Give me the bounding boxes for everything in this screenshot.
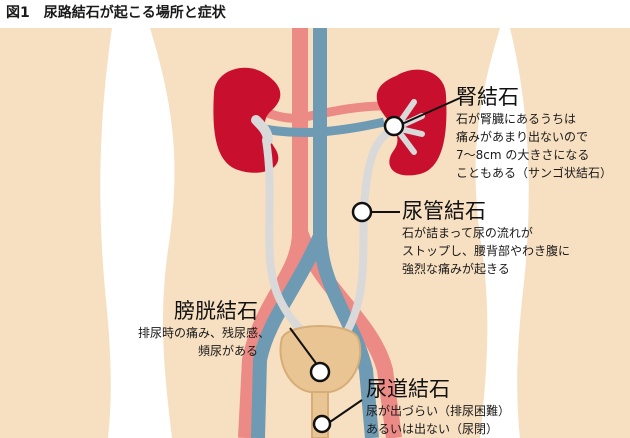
- bladder-stone-desc-1: 排尿時の痛み、残尿感、: [138, 326, 271, 340]
- right-renal-calyces: [393, 99, 425, 155]
- ureter-stone-marker: [351, 201, 373, 223]
- ureter-stone-name: 尿管結石: [402, 199, 486, 223]
- figure-title: 図1 尿路結石が起こる場所と症状: [6, 5, 226, 21]
- right-renal-artery: [299, 101, 383, 123]
- kidney-callout-line: [401, 97, 461, 125]
- urethra-callout-line: [326, 399, 363, 425]
- urethra-stone-label: 尿道結石 尿が出づらい（排尿困難） あるいは出ない（尿閉）: [366, 376, 510, 438]
- kidney-stone-desc-4: こともある（サンゴ状結石）: [456, 166, 613, 180]
- right-renal-vein: [319, 117, 385, 137]
- kidney-stone-desc-1: 石が腎臓にあるうちは: [456, 112, 577, 126]
- kidney-stone-desc-3: 7～8cm の大きさになる: [456, 148, 590, 162]
- urethra-stone-desc-2: あるいは出ない（尿閉）: [366, 422, 499, 436]
- bladder-stone-name: 膀胱結石: [174, 299, 258, 323]
- bladder-stone-marker: [309, 361, 331, 383]
- kidney-stone-desc-2: 痛みがあまり出ないので: [456, 130, 589, 144]
- bladder-callout-line: [289, 327, 319, 367]
- bladder-stone-label: 膀胱結石 排尿時の痛み、残尿感、 頻尿がある: [138, 298, 270, 360]
- ureter-stone-desc-2: ストップし、腰背部やわき腹に: [402, 244, 571, 258]
- kidney-stone-marker: [383, 115, 405, 137]
- left-arm: [0, 28, 112, 438]
- kidney-stone-label: 腎結石 石が腎臓にあるうちは 痛みがあまり出ないので 7～8cm の大きさになる…: [456, 84, 612, 182]
- right-arm: [510, 28, 630, 438]
- kidney-stone-name: 腎結石: [456, 85, 519, 109]
- ureter-stone-label: 尿管結石 石が詰まって尿の流れが ストップし、腰背部やわき腹に 強烈な痛みが起き…: [402, 198, 570, 278]
- urethra-stone-marker: [312, 414, 332, 434]
- urethra-stone-desc-1: 尿が出づらい（排尿困難）: [366, 404, 511, 418]
- bladder-stone-desc-2: 頻尿がある: [198, 344, 259, 358]
- ureter-stone-desc-3: 強烈な痛みが起きる: [402, 262, 510, 276]
- urethra-stone-name: 尿道結石: [366, 377, 450, 401]
- ureter-stone-desc-1: 石が詰まって尿の流れが: [402, 226, 533, 240]
